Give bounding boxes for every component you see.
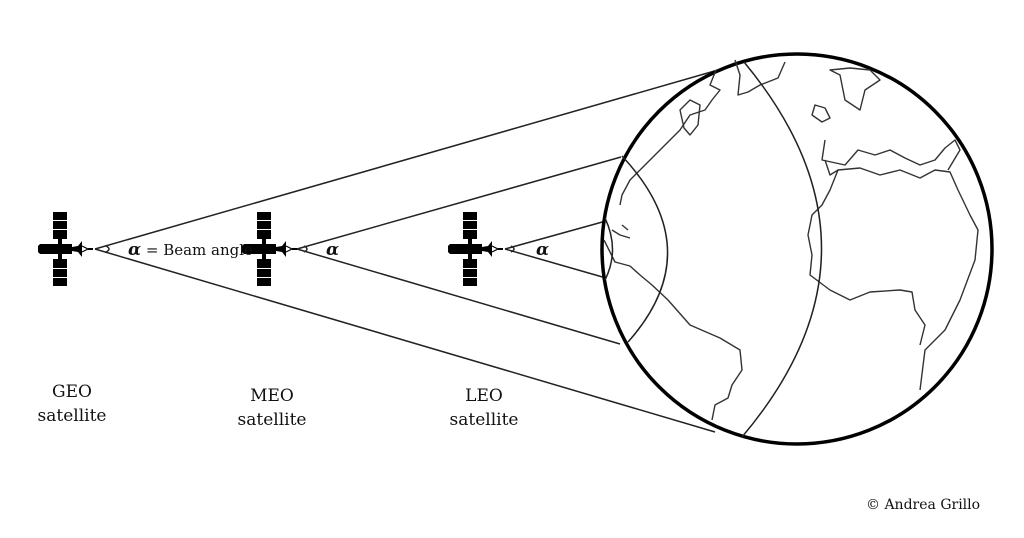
beam-angle-text: = Beam angle bbox=[145, 241, 253, 259]
geo-satellite-label: GEO satellite bbox=[12, 380, 132, 428]
leo-coverage-boundary bbox=[604, 217, 614, 281]
orbit-label-line2: satellite bbox=[449, 410, 519, 430]
alpha-symbol: α bbox=[326, 240, 340, 260]
meo-coverage-boundary bbox=[621, 155, 669, 343]
orbit-label-line2: satellite bbox=[37, 406, 107, 426]
alpha-symbol: α bbox=[536, 240, 550, 260]
leo-satellite-icon bbox=[447, 211, 504, 287]
orbit-name: LEO bbox=[465, 386, 503, 406]
earth-globe bbox=[600, 52, 994, 446]
leo-alpha-label: α bbox=[536, 240, 549, 260]
geo-coverage-boundary bbox=[741, 61, 823, 438]
orbit-name: GEO bbox=[52, 382, 92, 402]
meo-alpha-label: α bbox=[326, 240, 339, 260]
orbit-name: MEO bbox=[250, 386, 294, 406]
geo-satellite-icon bbox=[37, 211, 94, 287]
beam-angle-label: α = Beam angle bbox=[128, 240, 253, 260]
meo-beam-cone bbox=[296, 156, 622, 345]
alpha-symbol: α bbox=[128, 240, 142, 260]
meo-satellite-label: MEO satellite bbox=[212, 384, 332, 432]
geo-beam-cone bbox=[94, 69, 719, 433]
copyright-text: © Andrea Grillo bbox=[866, 497, 981, 513]
leo-satellite-label: LEO satellite bbox=[424, 384, 544, 432]
orbit-label-line2: satellite bbox=[237, 410, 307, 430]
leo-beam-cone bbox=[504, 220, 607, 279]
